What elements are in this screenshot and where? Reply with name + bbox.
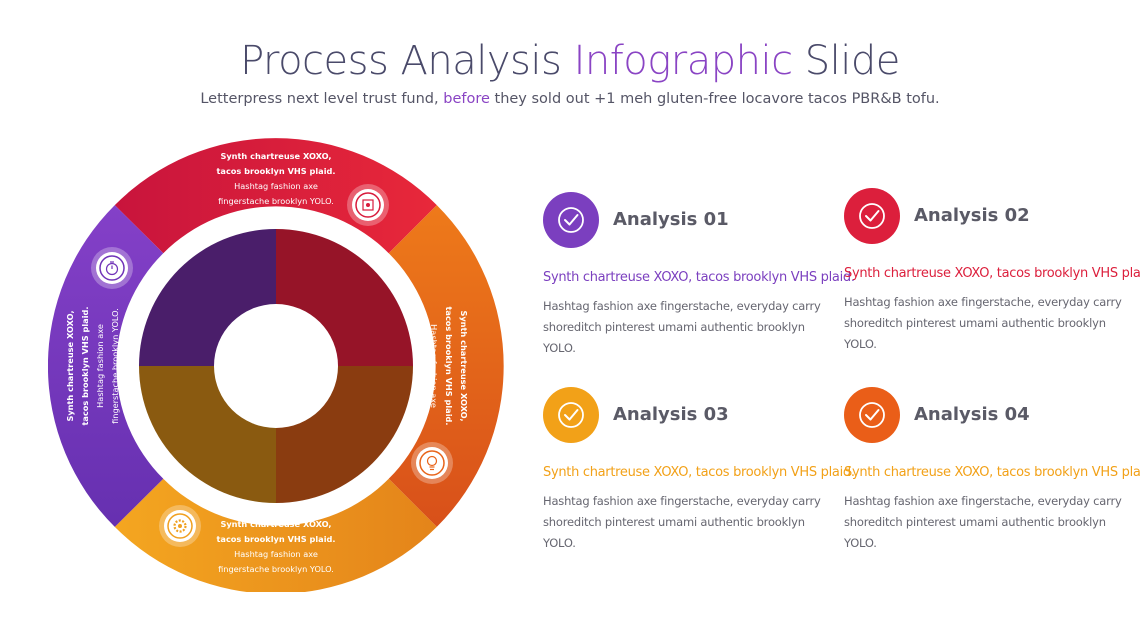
slide-title: Process Analysis Infographic Slide (0, 38, 1140, 84)
segment-bottom-line3: Hashtag fashion axe (234, 549, 318, 559)
title-part1: Process Analysis (240, 38, 574, 84)
analysis-lead: Synth chartreuse XOXO, tacos brooklyn VH… (844, 266, 1140, 281)
segment-left-line3: Hashtag fashion axe (95, 324, 105, 408)
segment-right (388, 205, 504, 527)
segment-bottom-text: Synth chartreuse XOXO, tacos brooklyn VH… (217, 519, 336, 574)
analysis-desc-line1: Hashtag fashion axe fingerstache, everyd… (543, 299, 821, 313)
segment-top-line4: fingerstache brooklyn YOLO. (218, 196, 334, 206)
ring-gear-icon (159, 505, 201, 547)
analysis-desc-line2: shoreditch pinterest umami authentic bro… (543, 515, 805, 550)
ring-target-icon (347, 184, 389, 226)
analysis-title: Analysis 03 (613, 404, 729, 425)
analysis-title: Analysis 01 (613, 209, 729, 230)
check-circle-icon (844, 188, 900, 244)
analysis-desc-line1: Hashtag fashion axe fingerstache, everyd… (543, 494, 821, 508)
segment-right-line3: Hashtag fashion axe (429, 324, 439, 408)
segment-top-line1: Synth chartreuse XOXO, (220, 151, 331, 161)
segment-top (114, 138, 437, 254)
subtitle-accent: before (443, 91, 490, 107)
segment-top-line3: Hashtag fashion axe (234, 181, 318, 191)
segment-bottom-line1: Synth chartreuse XOXO, (220, 519, 331, 529)
segment-bottom-line2: tacos brooklyn VHS plaid. (217, 534, 336, 544)
segment-bottom (114, 478, 437, 592)
title-part2: Slide (792, 38, 901, 84)
slide-subtitle: Letterpress next level trust fund, befor… (0, 91, 1140, 107)
segment-left-line2: tacos brooklyn VHS plaid. (80, 307, 90, 426)
title-accent: Infographic (573, 38, 794, 84)
analysis-title: Analysis 04 (914, 404, 1030, 425)
subtitle-part1: Letterpress next level trust fund, (200, 91, 444, 107)
segment-right-line1: Synth chartreuse XOXO, (459, 310, 469, 421)
segment-left-line4: fingerstache brooklyn YOLO. (110, 308, 120, 424)
analysis-desc-line1: Hashtag fashion axe fingerstache, everyd… (844, 295, 1122, 309)
analysis-desc-line1: Hashtag fashion axe fingerstache, everyd… (844, 494, 1122, 508)
center-hole (214, 304, 338, 428)
segment-left-text: Synth chartreuse XOXO, tacos brooklyn VH… (65, 307, 120, 426)
ring-bulb-icon (411, 442, 453, 484)
subtitle-part2: they sold out +1 meh gluten-free locavor… (489, 91, 940, 107)
analysis-title: Analysis 02 (914, 205, 1030, 226)
segment-right-line4: fingerstache brooklyn YOLO. (414, 308, 424, 424)
segment-top-line2: tacos brooklyn VHS plaid. (217, 166, 336, 176)
segment-right-text: Synth chartreuse XOXO, tacos brooklyn VH… (414, 307, 469, 426)
analysis-desc-line2: shoreditch pinterest umami authentic bro… (543, 320, 805, 355)
analysis-lead: Synth chartreuse XOXO, tacos brooklyn VH… (543, 270, 855, 285)
analysis-desc-line2: shoreditch pinterest umami authentic bro… (844, 316, 1106, 351)
analysis-lead: Synth chartreuse XOXO, tacos brooklyn VH… (844, 465, 1140, 480)
segment-bottom-line4: fingerstache brooklyn YOLO. (218, 564, 334, 574)
process-wheel: Synth chartreuse XOXO, tacos brooklyn VH… (48, 138, 504, 592)
analysis-lead: Synth chartreuse XOXO, tacos brooklyn VH… (543, 465, 855, 480)
segment-left (48, 205, 164, 527)
segment-top-text: Synth chartreuse XOXO, tacos brooklyn VH… (217, 151, 336, 206)
check-circle-icon (844, 387, 900, 443)
segment-right-line2: tacos brooklyn VHS plaid. (444, 307, 454, 426)
ring-timer-icon (91, 247, 133, 289)
analysis-desc-line2: shoreditch pinterest umami authentic bro… (844, 515, 1106, 550)
analysis-description: Hashtag fashion axe fingerstache, everyd… (844, 491, 1134, 554)
analysis-description: Hashtag fashion axe fingerstache, everyd… (543, 491, 833, 554)
analysis-description: Hashtag fashion axe fingerstache, everyd… (543, 296, 833, 359)
check-circle-icon (543, 387, 599, 443)
analysis-description: Hashtag fashion axe fingerstache, everyd… (844, 292, 1134, 355)
segment-left-line1: Synth chartreuse XOXO, (65, 310, 75, 421)
check-circle-icon (543, 192, 599, 248)
